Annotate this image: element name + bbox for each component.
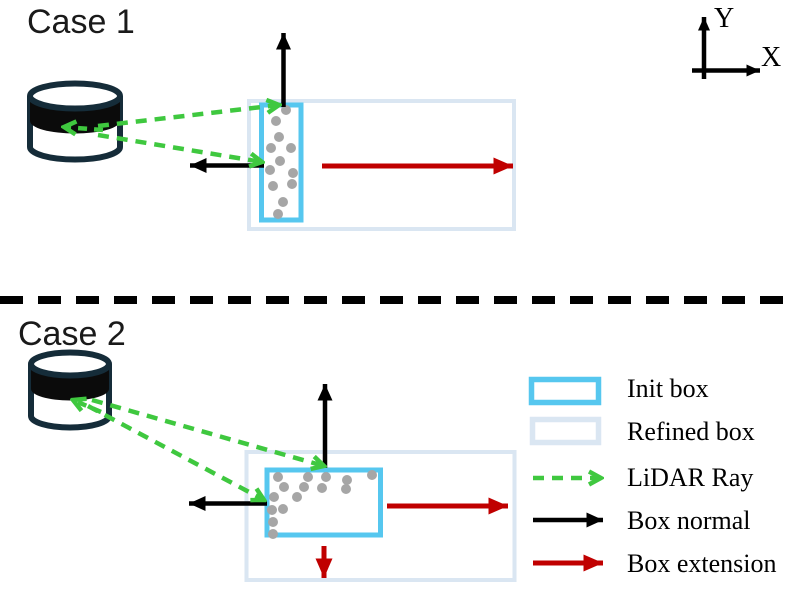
lidar-point (265, 165, 275, 175)
legend-init-box-swatch (528, 376, 602, 406)
y-axis-label: Y (714, 3, 734, 34)
lidar-points-case1 (265, 105, 298, 219)
lidar-point (267, 505, 277, 515)
lidar-point (286, 143, 296, 153)
lidar-sensor-icon-case1 (27, 80, 123, 163)
case1-panel (27, 33, 516, 231)
lidar-point (271, 116, 281, 126)
legend: Init box Refined box LiDAR Ray Box norma… (528, 374, 777, 578)
legend-refined-box-swatch (529, 416, 602, 446)
lidar-sensor-icon-case2 (28, 349, 112, 431)
lidar-point (275, 156, 285, 166)
lidar-point (292, 492, 302, 502)
sensor-band (30, 98, 120, 134)
lidar-point (266, 143, 276, 153)
legend-label-lidar-ray: LiDAR Ray (627, 463, 753, 492)
lidar-point (278, 504, 288, 514)
lidar-point (299, 482, 309, 492)
lidar-ray-lower-case2 (86, 404, 264, 500)
lidar-ray-lower-case1 (97, 132, 262, 162)
case2-title: Case 2 (18, 315, 126, 353)
lidar-point (317, 483, 327, 493)
lidar-ray-upper-case2 (91, 397, 324, 466)
lidar-point (281, 105, 291, 115)
lidar-point (342, 475, 352, 485)
legend-label-refined-box: Refined box (627, 417, 755, 446)
lidar-point (367, 470, 377, 480)
lidar-point (268, 529, 278, 539)
lidar-ray-return-case1 (64, 127, 104, 130)
lidar-point (279, 482, 289, 492)
lidar-point (287, 179, 297, 189)
case2-panel (28, 349, 517, 582)
coordinate-axes (692, 17, 760, 79)
legend-label-init-box: Init box (627, 374, 709, 403)
lidar-points-case2 (267, 470, 377, 539)
lidar-point (268, 181, 278, 191)
lidar-point (303, 472, 313, 482)
lidar-ray-return-case2 (73, 400, 102, 415)
lidar-point (341, 484, 351, 494)
case1-title: Case 1 (27, 3, 135, 41)
lidar-point (273, 209, 283, 219)
lidar-point (274, 132, 284, 142)
lidar-point (268, 517, 278, 527)
sensor-top (27, 80, 123, 112)
lidar-point (288, 168, 298, 178)
sensor-top (28, 349, 112, 379)
lidar-point (278, 197, 288, 207)
lidar-point (321, 472, 331, 482)
sensor-band (31, 366, 109, 401)
lidar-point (269, 492, 279, 502)
lidar-point (273, 472, 283, 482)
x-axis-label: X (761, 42, 781, 73)
legend-label-box-extension: Box extension (627, 549, 777, 578)
legend-label-box-normal: Box normal (627, 506, 751, 535)
